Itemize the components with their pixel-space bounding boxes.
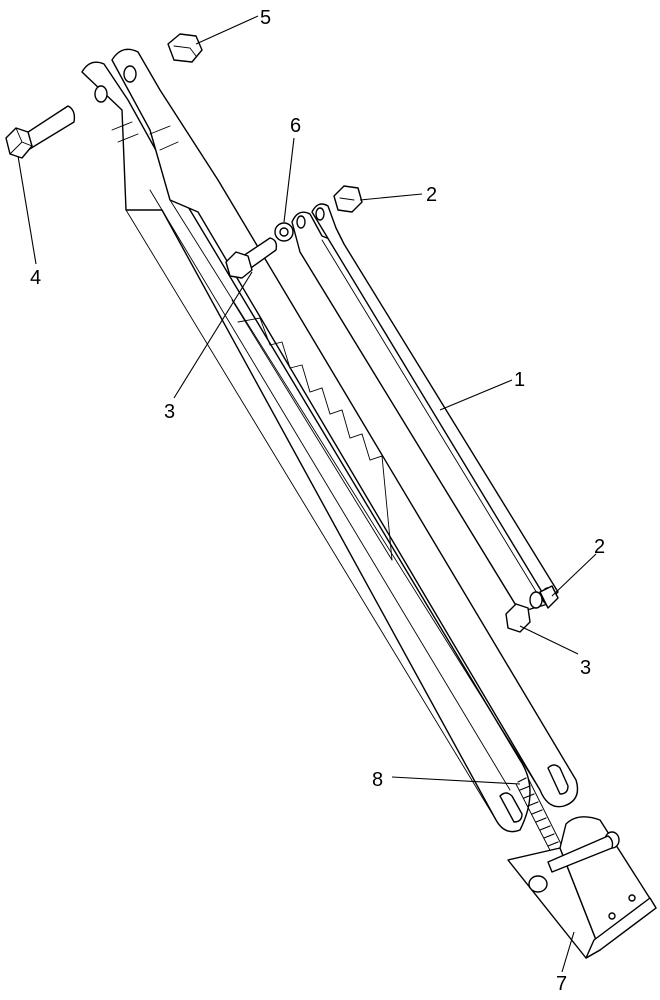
leader-2b: [551, 553, 597, 597]
callout-5: 5: [260, 7, 271, 29]
main-arm: [81, 48, 579, 833]
callout-7: 7: [556, 973, 567, 995]
bolt-4: [5, 105, 76, 159]
nut-5: [167, 33, 203, 63]
callout-3-upper: 3: [164, 401, 175, 423]
nut-2-top: [333, 185, 363, 213]
callout-1: 1: [514, 369, 525, 391]
callout-6: 6: [290, 115, 301, 137]
callout-2-lower: 2: [594, 536, 605, 558]
leader-7: [561, 931, 575, 973]
bolt-3-lower: [505, 585, 559, 633]
leader-4: [17, 155, 37, 265]
leader-2a: [359, 193, 423, 201]
callout-3-lower: 3: [580, 657, 591, 679]
bracket-7: [507, 816, 657, 959]
washer-6: [274, 222, 294, 242]
leader-lines: [17, 15, 597, 973]
callout-4: 4: [30, 267, 41, 289]
callout-2-top: 2: [426, 184, 437, 206]
leader-3a: [173, 271, 253, 399]
leader-6: [283, 137, 295, 223]
link-bar: [291, 203, 559, 613]
bolt-3-upper: [225, 237, 278, 279]
callout-8: 8: [372, 769, 383, 791]
leader-1: [439, 379, 513, 411]
leader-3b: [519, 625, 579, 655]
leader-8: [391, 776, 521, 785]
callouts: 5 6 2 4 1 3 2 3 8 7: [30, 7, 605, 995]
leader-5: [195, 15, 259, 45]
